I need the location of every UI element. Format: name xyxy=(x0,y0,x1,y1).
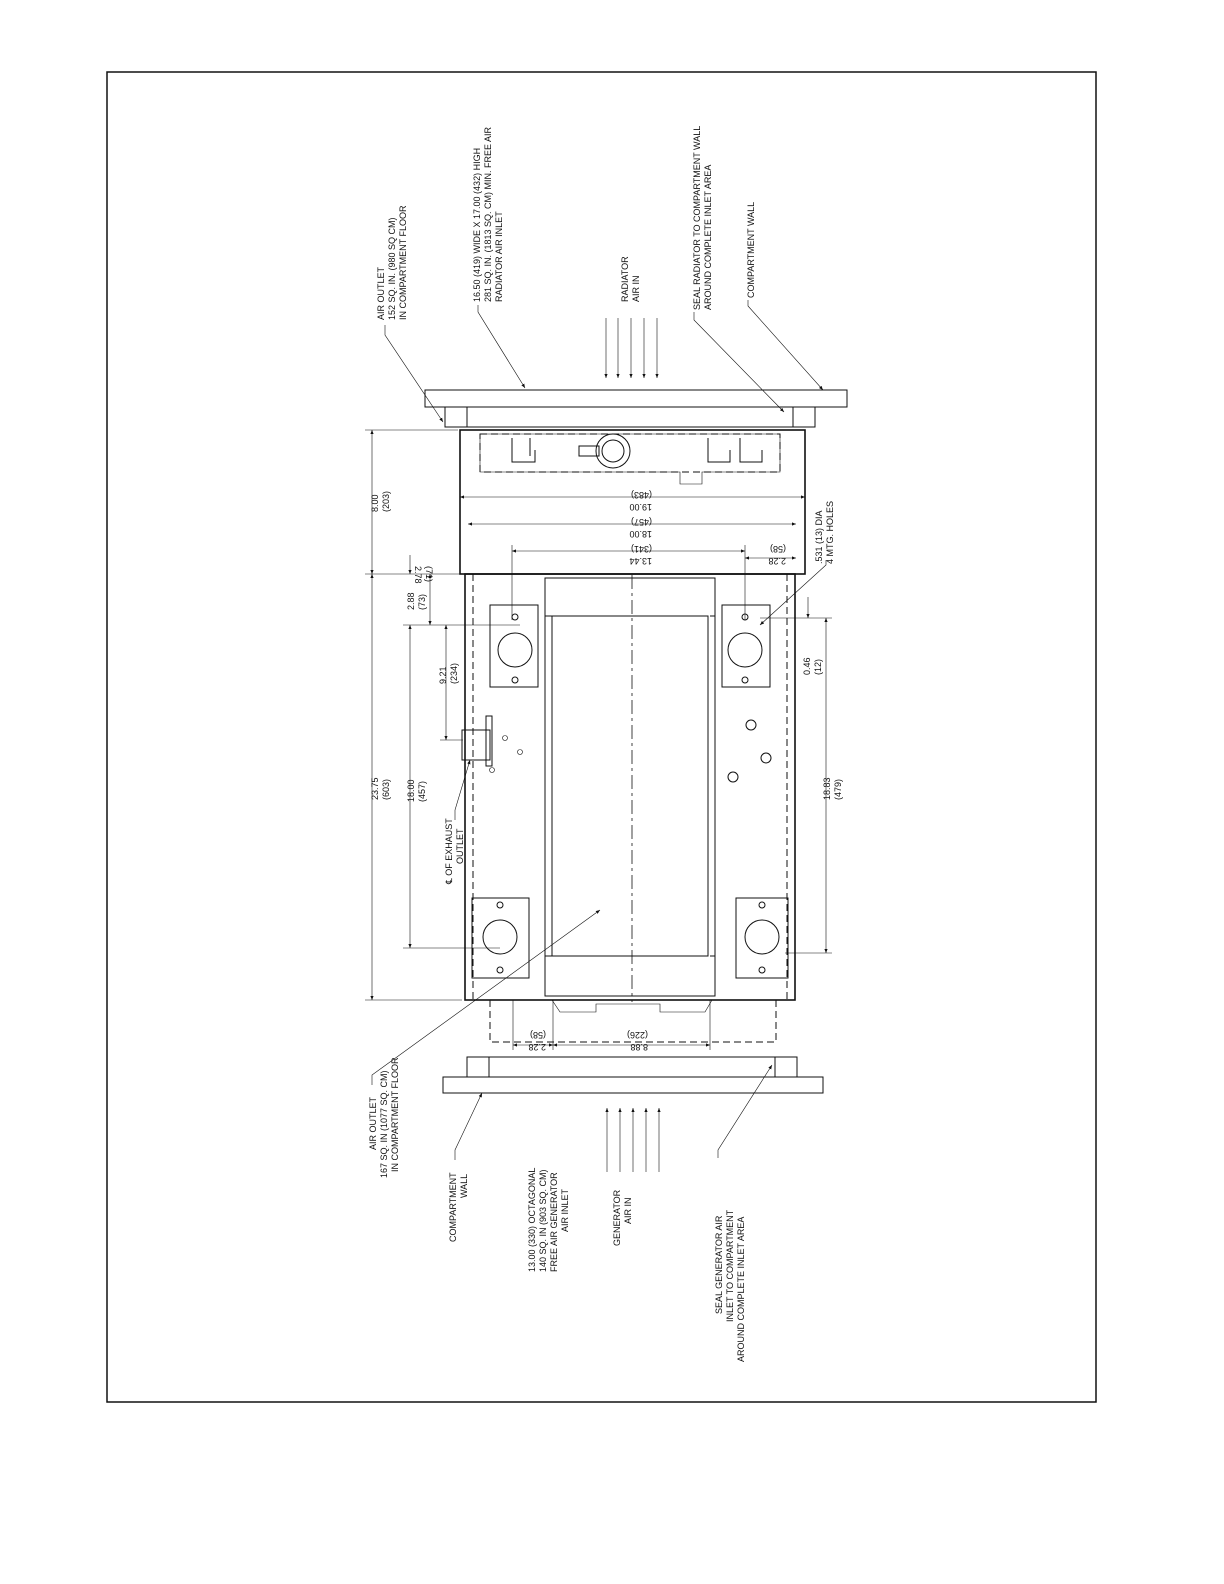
seal-radiator-line2: AROUND COMPLETE INLET AREA xyxy=(703,165,713,310)
air-outlet-bottom-line3: IN COMPARTMENT FLOOR xyxy=(390,1057,400,1172)
air-outlet-top-line2: 152 SQ. IN. (980 SQ CM) xyxy=(387,217,397,320)
dim-0-46-value: 0.46 xyxy=(802,657,812,675)
radiator-inlet-line2: 281 SQ. IN. (1813 SQ. CM) MIN. FREE AIR xyxy=(483,126,493,302)
exhaust-outlet-line1: ℄ OF EXHAUST xyxy=(444,818,454,885)
generator-inlet-line3: FREE AIR GENERATOR xyxy=(549,1172,559,1272)
top-compartment-wall xyxy=(424,389,848,428)
dim-2-78-value: 2.78 xyxy=(413,566,423,584)
air-outlet-top-line3: IN COMPARTMENT FLOOR xyxy=(398,205,408,320)
dim-9-21-value: 9.21 xyxy=(438,666,448,684)
page-frame xyxy=(106,71,1097,1403)
dim-2-78-metric: (71) xyxy=(424,566,434,582)
generator-air-in-line2: AIR IN xyxy=(623,1197,633,1224)
dim-18-00-h-value: 18.00 xyxy=(629,529,652,539)
generator-frame xyxy=(461,573,796,1043)
dim-19-00-metric: (483) xyxy=(631,490,652,500)
dim-18-00-value: 18.00 xyxy=(406,779,416,802)
air-outlet-bottom-line2: 167 SQ. IN (1077 SQ. CM) xyxy=(379,1070,389,1178)
generator-inlet-line4: AIR INLET xyxy=(560,1188,570,1232)
seal-generator-line1: SEAL GENERATOR AIR xyxy=(714,1215,724,1314)
dim-13-44-value: 13.44 xyxy=(629,556,652,566)
generator-inlet-line1: 13.00 (330) OCTAGONAL xyxy=(527,1168,537,1272)
seal-generator-line3: AROUND COMPLETE INLET AREA xyxy=(736,1217,746,1362)
dim-18-00-metric: (457) xyxy=(417,781,427,802)
dim-23-75-value: 23.75 xyxy=(370,777,380,800)
air-outlet-top-line1: AIR OUTLET xyxy=(376,266,386,320)
radiator-inlet-line3: RADIATOR AIR INLET xyxy=(494,211,504,302)
dim-8-00-value: 8.00 xyxy=(370,494,380,512)
dim-0-46-metric: (12) xyxy=(813,659,823,675)
dim-18-83-metric: (479) xyxy=(833,779,843,800)
generator-air-in-line1: GENERATOR xyxy=(612,1189,622,1246)
air-outlet-bottom-line1: AIR OUTLET xyxy=(368,1096,378,1150)
dim-18-00-h-metric: (457) xyxy=(631,517,652,527)
radiator-air-in-line1: RADIATOR xyxy=(620,256,630,302)
dim-8-88-metric: (226) xyxy=(627,1030,648,1040)
dim-8-00-metric: (203) xyxy=(381,491,391,512)
compartment-wall-top-label: COMPARTMENT WALL xyxy=(746,202,756,298)
dim-13-44-metric: (341) xyxy=(631,544,652,554)
radiator-inlet-line1: 16.50 (419) WIDE X 17.00 (432) HIGH xyxy=(472,148,482,302)
radiator-air-arrows xyxy=(604,318,659,378)
bottom-compartment-wall xyxy=(442,1056,824,1094)
dim-19-00-value: 19.00 xyxy=(629,502,652,512)
leader-lines xyxy=(371,300,827,1160)
dim-9-21-metric: (234) xyxy=(449,663,459,684)
mtg-holes-line1: .531 (13) DIA xyxy=(814,510,824,564)
radiator-cap xyxy=(595,433,631,469)
dimension-lines xyxy=(365,429,832,1050)
dim-8-88-value: 8.88 xyxy=(630,1042,648,1052)
dim-2-28-top-metric: (58) xyxy=(770,544,786,554)
dim-18-83-value: 18.83 xyxy=(822,777,832,800)
seal-radiator-line1: SEAL RADIATOR TO COMPARTMENT WALL xyxy=(692,126,702,310)
compartment-wall-bottom-line2: WALL xyxy=(459,1174,469,1198)
mtg-holes-line2: 4 MTG. HOLES xyxy=(825,501,835,564)
dim-2-28-top-value: 2.28 xyxy=(768,556,786,566)
exhaust-outlet-line2: OUTLET xyxy=(455,828,465,864)
compartment-wall-bottom-line1: COMPARTMENT xyxy=(448,1172,458,1242)
generator-air-arrows xyxy=(605,1108,661,1172)
seal-generator-line2: INLET TO COMPARTMENT xyxy=(725,1209,735,1322)
dim-2-28-bot-metric: (58) xyxy=(530,1030,546,1040)
radiator-air-in-line2: AIR IN xyxy=(631,275,641,302)
dim-2-88-value: 2.88 xyxy=(406,592,416,610)
dim-23-75-metric: (603) xyxy=(381,779,391,800)
dim-2-88-metric: (73) xyxy=(417,594,427,610)
dim-2-28-bot-value: 2.28 xyxy=(528,1042,546,1052)
generator-inlet-line2: 140 SQ. IN (903 SQ. CM) xyxy=(538,1169,548,1272)
